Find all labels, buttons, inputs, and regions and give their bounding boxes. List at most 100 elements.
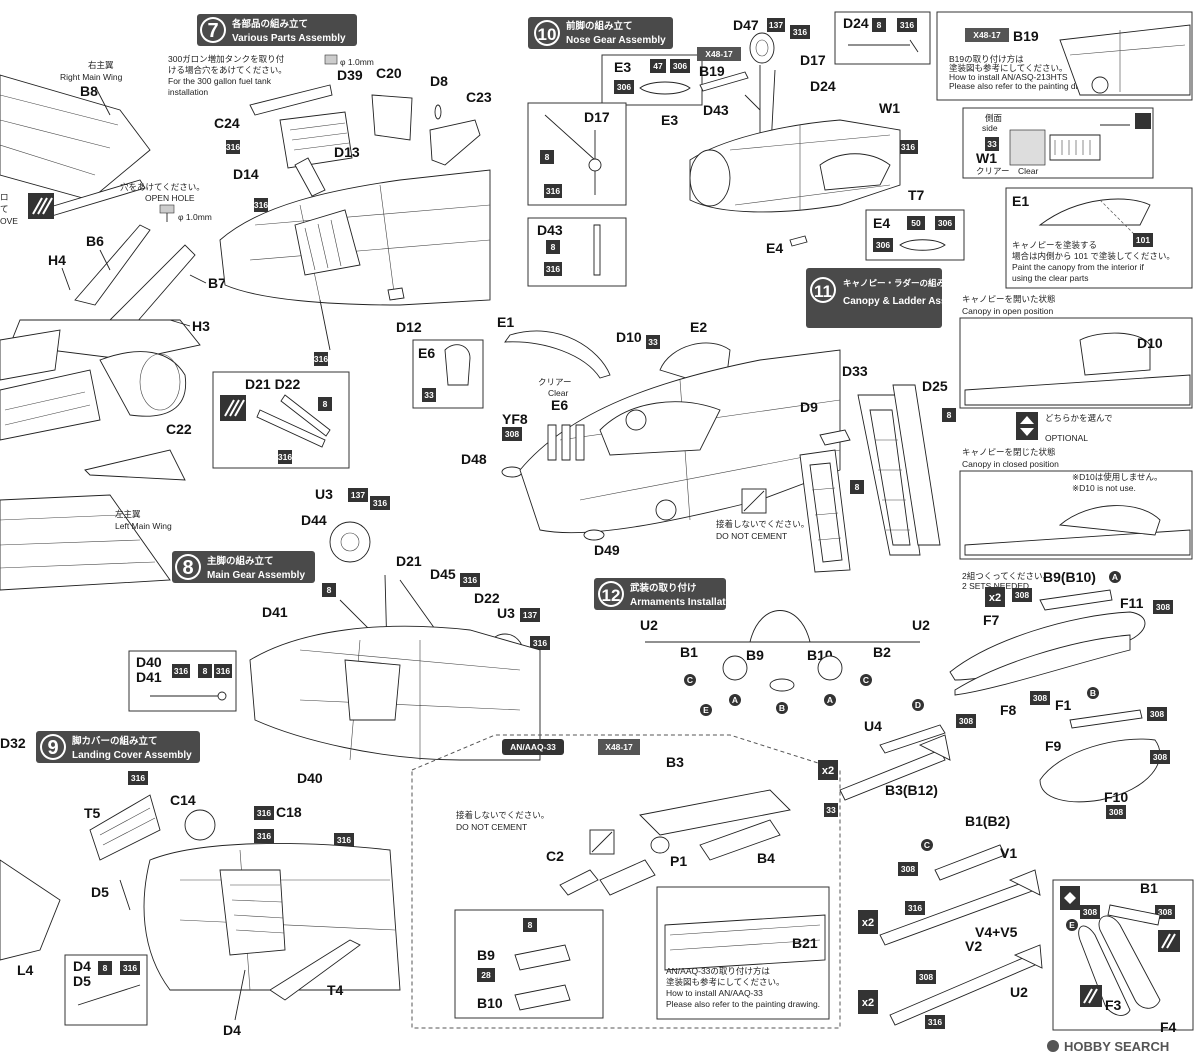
svg-text:101: 101 — [1136, 235, 1150, 245]
part-e1-b: E1 — [1012, 193, 1029, 209]
e1-paint-box: E1 101 キャノピーを塗装する 場合は内側から 101 で塗装してください。… — [1005, 187, 1193, 289]
part-t4: T4 — [327, 982, 344, 998]
part-d40-d41-box: D40 D41 316 8 316 — [128, 650, 237, 712]
svg-text:A: A — [732, 695, 738, 705]
svg-text:33: 33 — [648, 337, 658, 347]
svg-text:306: 306 — [673, 61, 687, 71]
svg-text:33: 33 — [826, 805, 836, 815]
part-u4: U4 — [864, 718, 882, 734]
part-d4-d5-box: D4 D5 8 316 — [64, 954, 148, 1026]
part-c23: C23 — [466, 89, 492, 105]
part-f9: F9 — [1045, 738, 1062, 754]
part-d43: D43 — [537, 222, 563, 238]
step-11-title-en: Canopy & Ladder Assembly — [843, 296, 976, 307]
left-wing-label-jp: 左主翼 — [115, 509, 141, 519]
svg-text:OPTIONAL: OPTIONAL — [1045, 433, 1088, 443]
part-t5: T5 — [84, 805, 101, 821]
part-d21: D21 — [396, 553, 422, 569]
part-b1-b2: B1(B2) — [965, 813, 1010, 829]
svg-text:塗装図も参考にしてください。: 塗装図も参考にしてください。 — [949, 63, 1068, 73]
pod-f3-f4-box: B1 308 308 E F3 F4 — [1052, 879, 1194, 1035]
svg-text:Canopy in closed position: Canopy in closed position — [962, 459, 1059, 469]
svg-text:8: 8 — [323, 399, 328, 409]
part-d48: D48 — [461, 451, 487, 467]
svg-text:て: て — [0, 204, 9, 214]
part-d9: D9 — [800, 399, 818, 415]
part-d33: D33 — [842, 363, 868, 379]
canopy-position-options: キャノピーを開いた状態 Canopy in open position D10 … — [959, 294, 1193, 560]
svg-text:A: A — [827, 695, 833, 705]
step-8-number: 8 — [182, 557, 193, 579]
svg-text:316: 316 — [928, 1017, 942, 1027]
part-d5-b: D5 — [73, 973, 91, 989]
svg-text:8: 8 — [947, 410, 952, 420]
part-p1: P1 — [670, 853, 687, 869]
svg-text:x2: x2 — [862, 917, 874, 929]
part-c2: C2 — [546, 848, 564, 864]
svg-text:8: 8 — [203, 666, 208, 676]
part-e4-box: E4 50 306 306 — [865, 209, 965, 261]
part-d45: D45 — [430, 566, 456, 582]
svg-text:接着しないでください。: 接着しないでください。 — [456, 810, 549, 820]
step-9-number: 9 — [47, 737, 58, 759]
step-9-banner: 9 脚カバーの組み立て Landing Cover Assembly — [36, 731, 200, 763]
part-f10: F10 — [1104, 789, 1128, 805]
part-d47: D47 — [733, 17, 759, 33]
part-b9: B9 — [746, 647, 764, 663]
svg-text:8: 8 — [551, 242, 556, 252]
svg-text:Paint the canopy from the inte: Paint the canopy from the interior if — [1012, 262, 1144, 272]
w1-side-box: 側面 side 33 W1 クリアー Clear — [962, 107, 1154, 179]
svg-text:x2: x2 — [989, 592, 1001, 604]
part-d40-b: D40 — [136, 654, 162, 670]
part-d21-d22: D21 D22 — [245, 376, 300, 392]
svg-text:DO NOT CEMENT: DO NOT CEMENT — [456, 822, 527, 832]
part-e6: E6 — [418, 345, 435, 361]
svg-text:installation: installation — [168, 87, 208, 97]
drop-tank-assembly: 2組つくってください。 2 SETS NEEDED x2 308 B9(B10)… — [949, 569, 1173, 718]
an-aaq-33-section: AN/AAQ-33 X48-17 接着しないでください。 DO NOT CEME… — [411, 734, 841, 1029]
svg-text:316: 316 — [337, 835, 351, 845]
open-hole-en: OPEN HOLE — [145, 193, 195, 203]
nose-gear-assembly: D47 137 316 X48-17 B19 D17 D43 E3 D24 W1… — [661, 17, 925, 256]
svg-text:AN/AAQ-33: AN/AAQ-33 — [510, 742, 556, 752]
part-d41-b: D41 — [136, 669, 162, 685]
svg-text:316: 316 — [254, 200, 268, 210]
part-b10-c: B10 — [477, 995, 503, 1011]
tank-note-jp: 300ガロン増加タンクを取り付 — [168, 54, 285, 64]
svg-text:DO NOT CEMENT: DO NOT CEMENT — [716, 531, 787, 541]
part-d32: D32 — [0, 735, 26, 751]
svg-text:308: 308 — [1158, 907, 1172, 917]
svg-text:B19の取り付け方は: B19の取り付け方は — [949, 54, 1024, 64]
part-w1: W1 — [879, 100, 900, 116]
svg-text:308: 308 — [901, 864, 915, 874]
svg-text:28: 28 — [481, 970, 491, 980]
tail-fin-drawing: B6 H4 B7 H3 — [0, 224, 226, 441]
right-main-wing-drawing: 右主翼 Right Main Wing B8 — [0, 60, 151, 219]
part-f8: F8 — [1000, 702, 1017, 718]
svg-text:D: D — [915, 700, 921, 710]
svg-text:316: 316 — [226, 142, 240, 152]
part-e3: E3 — [614, 59, 631, 75]
svg-text:どちらかを選んで: どちらかを選んで — [1045, 413, 1113, 423]
landing-cover-assembly: T5 316 C14 C18 316 316 316 D5 T4 D4 L4 — [0, 771, 401, 1038]
part-d41: D41 — [262, 604, 288, 620]
svg-text:ロ: ロ — [0, 192, 9, 202]
part-yf8: YF8 — [502, 411, 528, 427]
svg-text:308: 308 — [1150, 709, 1164, 719]
step-8-title-en: Main Gear Assembly — [207, 570, 305, 581]
tank-note-en: For the 300 gallon fuel tank — [168, 76, 272, 86]
svg-text:ける場合穴をあけてください。: ける場合穴をあけてください。 — [168, 65, 287, 75]
svg-text:308: 308 — [1109, 807, 1123, 817]
svg-text:316: 316 — [216, 666, 230, 676]
step-7-title-en: Various Parts Assembly — [232, 33, 346, 44]
part-b19: B19 — [699, 63, 725, 79]
svg-text:316: 316 — [123, 963, 137, 973]
svg-text:137: 137 — [769, 20, 783, 30]
right-wing-label-jp: 右主翼 — [88, 60, 114, 70]
part-d4: D4 — [223, 1022, 241, 1038]
svg-text:側面: 側面 — [985, 113, 1003, 123]
part-b9-b10: B9(B10) — [1043, 569, 1096, 585]
part-c20: C20 — [376, 65, 402, 81]
svg-text:47: 47 — [653, 61, 663, 71]
part-b9-c: B9 — [477, 947, 495, 963]
